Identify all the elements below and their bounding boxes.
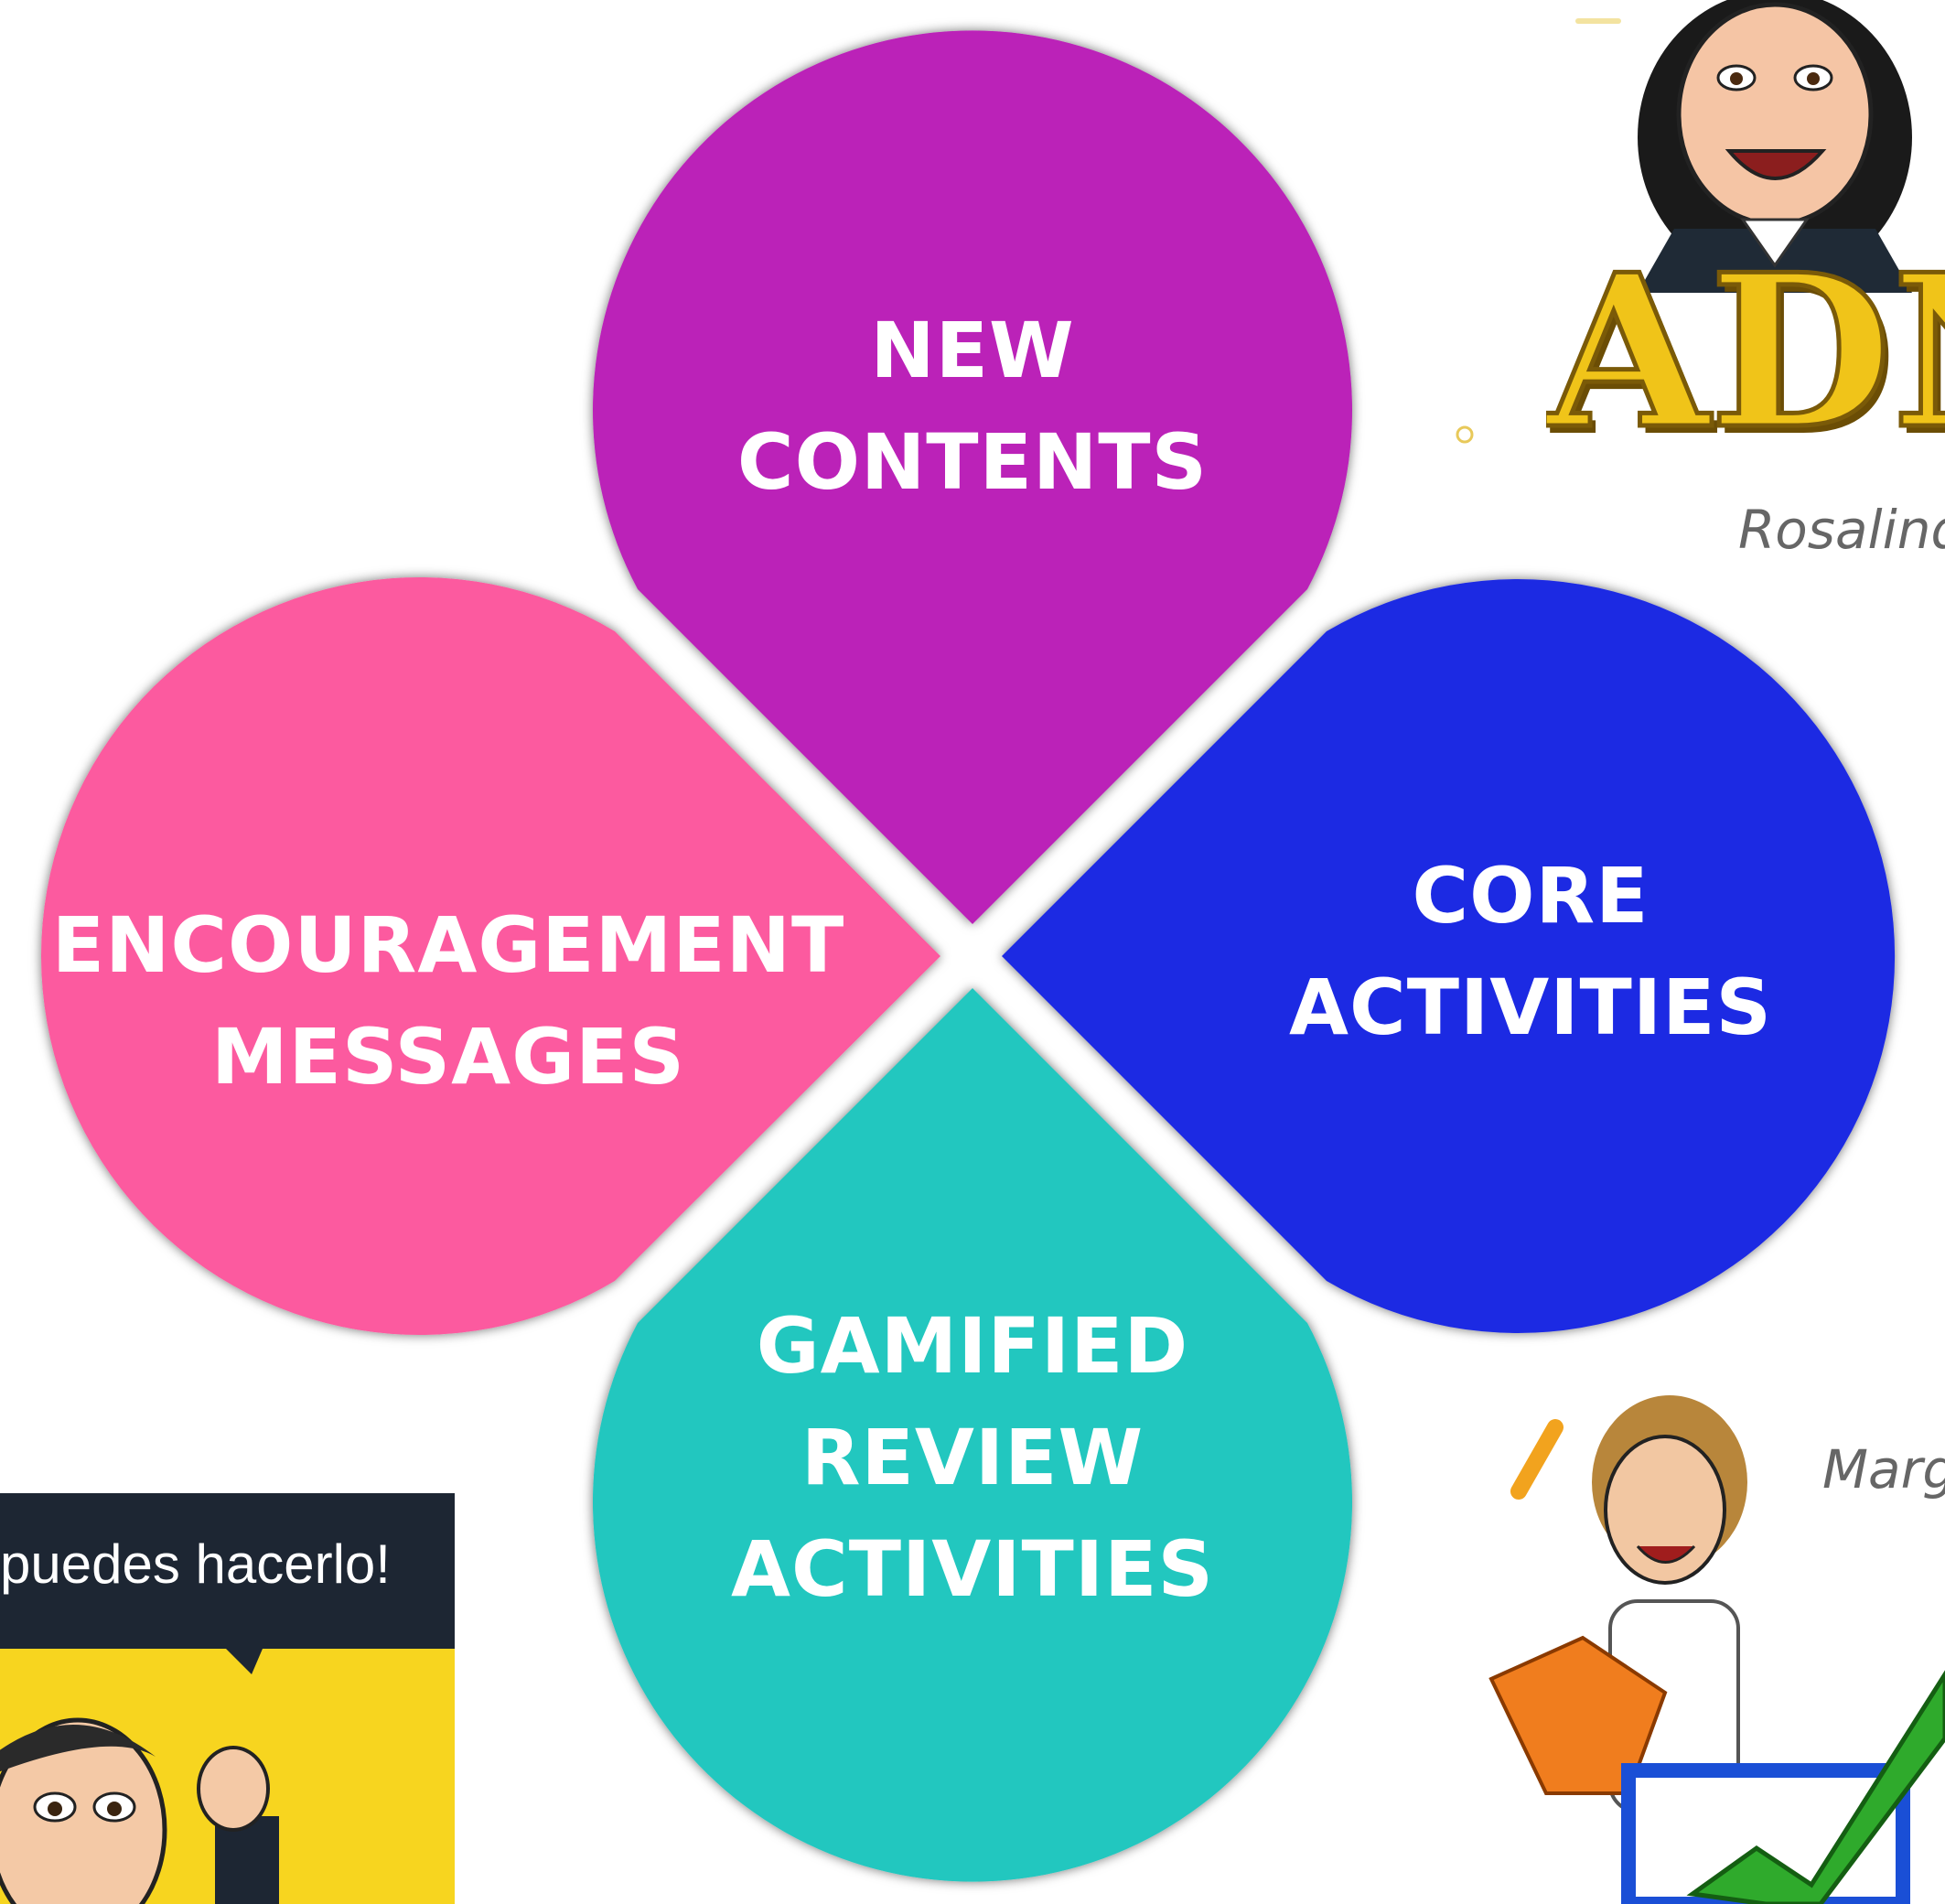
avatar-man-reading-illustration <box>1488 1395 1945 1904</box>
dash-decoration <box>1575 18 1621 24</box>
petal-new-contents <box>593 30 1353 925</box>
label-gamified-review-activities: GAMIFIED REVIEW ACTIVITIES <box>698 1290 1247 1625</box>
adn-logo-lettering: ADN <box>1546 247 1945 457</box>
petal-gamified-review-activities <box>593 988 1352 1882</box>
label-new-contents: NEW CONTENTS <box>698 295 1247 518</box>
label-line: CORE <box>1412 851 1649 941</box>
label-line: NEW <box>870 306 1075 395</box>
label-encouragement-messages: ENCOURAGEMENT MESSAGES <box>37 889 860 1113</box>
encouragement-comic <box>0 1493 455 1904</box>
petal-encouragement-messages <box>40 577 940 1335</box>
label-core-activities: CORE ACTIVITIES <box>1256 840 1805 1063</box>
speech-bubble-text: puedes hacerlo! <box>0 1533 391 1595</box>
avatar-woman-illustration <box>1638 0 1912 293</box>
dot-decoration <box>1456 425 1474 444</box>
petal-core-activities <box>1002 578 1896 1333</box>
label-line: MESSAGES <box>210 1012 686 1102</box>
label-line: ENCOURAGEMENT <box>51 900 845 990</box>
label-line: ACTIVITIES <box>731 1524 1214 1614</box>
caption-marg: Marg <box>1822 1438 1945 1501</box>
label-line: ACTIVITIES <box>1289 963 1772 1052</box>
label-line: GAMIFIED <box>756 1301 1189 1391</box>
caption-rosalind: Rosalind <box>1738 499 1945 561</box>
label-line: CONTENTS <box>736 417 1209 507</box>
label-line: REVIEW <box>801 1413 1144 1502</box>
